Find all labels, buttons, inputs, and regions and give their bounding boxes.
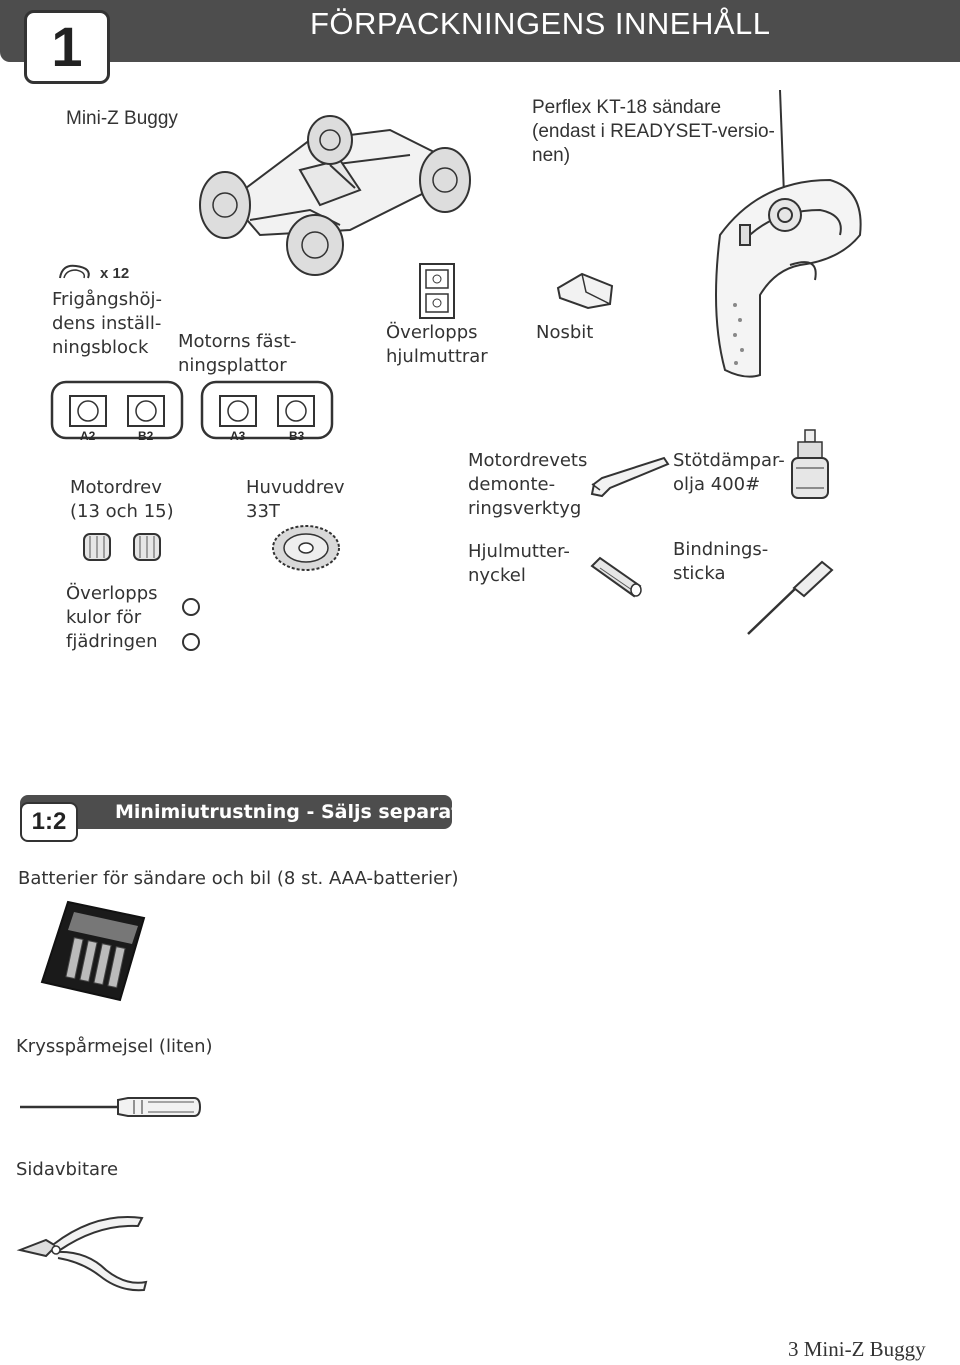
sprue-label-a3: A3 — [230, 429, 245, 443]
clip-icon — [52, 260, 96, 288]
label-screwdriver: Krysspårmejsel (liten) — [16, 1036, 213, 1057]
wheel-nuts-sprue — [418, 262, 456, 320]
label-cutter: Sidavbitare — [16, 1159, 118, 1180]
screwdriver — [18, 1094, 202, 1120]
label-motor-plates: Motorns fäst- ningsplattor — [178, 330, 297, 378]
bind-stick — [742, 556, 838, 640]
sprue-label-a2: A2 — [80, 429, 95, 443]
subsection-number: 1:2 — [20, 802, 78, 842]
sprue-label-b3: B3 — [289, 429, 304, 443]
motor-plates-sprue-2 — [200, 380, 340, 444]
wheel-wrench — [588, 552, 644, 600]
label-batteries: Batterier för sändare och bil (8 st. AAA… — [18, 868, 459, 889]
label-main-gear: Huvuddrev 33T — [246, 476, 345, 524]
spare-balls — [180, 596, 204, 656]
label-gear-tool: Motordrevets demonte- ringsverktyg — [468, 449, 587, 521]
nose-piece — [552, 268, 616, 312]
label-buggy: Mini-Z Buggy — [66, 107, 178, 131]
label-clip: Frigångshöj- dens inställ- ningsblock — [52, 288, 162, 360]
motor-gears — [80, 528, 170, 568]
label-motor-gear: Motordrev (13 och 15) — [70, 476, 174, 524]
buggy-illustration — [190, 110, 480, 275]
motor-plates-sprue-1 — [50, 380, 190, 444]
sprue-label-b2: B2 — [138, 429, 153, 443]
label-shock-oil: Stötdämpar- olja 400# — [673, 449, 785, 497]
subsection-title: Minimiutrustning - Säljs separat — [115, 798, 460, 826]
label-wheel-nuts: Överlopps hjulmuttrar — [386, 321, 488, 369]
label-clip-count: x 12 — [100, 262, 129, 286]
label-balls: Överlopps kulor för fjädringen — [66, 582, 158, 654]
label-wheel-wrench: Hjulmutter- nyckel — [468, 540, 570, 588]
page-title: FÖRPACKNINGENS INNEHÅLL — [310, 4, 771, 44]
shock-oil-bottle — [788, 428, 832, 504]
gear-tool — [588, 450, 672, 500]
side-cutter — [16, 1210, 148, 1290]
battery-pack — [40, 900, 146, 1002]
main-gear — [270, 522, 342, 574]
transmitter-illustration — [700, 85, 870, 385]
section-number: 1 — [24, 10, 110, 84]
label-nose: Nosbit — [536, 321, 593, 345]
page-footer: 3 Mini-Z Buggy — [788, 1337, 926, 1362]
